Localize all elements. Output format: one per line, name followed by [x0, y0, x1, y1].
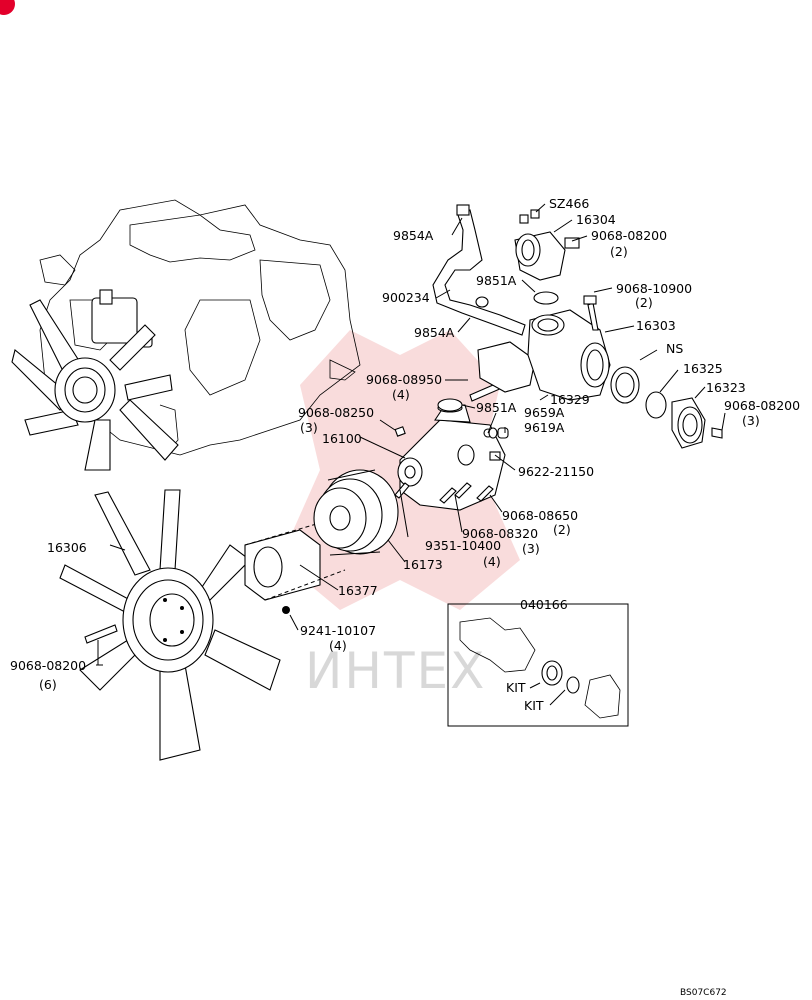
- spacer-16377: [244, 519, 346, 601]
- label-9854a-bot: 9854A: [414, 325, 455, 340]
- label-9068-10900: 9068-10900: [616, 281, 692, 296]
- label-9068-08650: 9068-08650: [502, 508, 578, 523]
- label-9068-08950: 9068-08950: [366, 372, 442, 387]
- leader-lines: [96, 203, 726, 706]
- label-qty-2-c: (2): [553, 522, 571, 537]
- label-kit-2: KIT: [524, 698, 544, 713]
- hose-900234: [432, 204, 526, 336]
- label-9622-21150: 9622-21150: [518, 464, 594, 479]
- label-ns: NS: [666, 341, 683, 356]
- label-16329: 16329: [550, 392, 590, 407]
- label-9854a-top: 9854A: [393, 228, 434, 243]
- bolts: [84, 381, 509, 644]
- diagram-code: BS07C672: [680, 988, 727, 998]
- label-16304: 16304: [576, 212, 616, 227]
- label-qty-2-a: (2): [610, 244, 628, 259]
- pulley-16173: [313, 469, 399, 556]
- label-16100: 16100: [322, 431, 362, 446]
- label-qty-3-b: (3): [742, 413, 760, 428]
- corner-logo: [0, 0, 15, 15]
- label-9068-08250: 9068-08250: [298, 405, 374, 420]
- label-9659a: 9659A: [524, 405, 565, 420]
- label-9068-08200-b: 9068-08200: [724, 398, 800, 413]
- label-16377: 16377: [338, 583, 378, 598]
- label-qty-4-a: (4): [392, 387, 410, 402]
- kit-box-title: 040166: [520, 597, 568, 612]
- label-9619a: 9619A: [524, 420, 565, 435]
- gasket-16325: [645, 391, 667, 419]
- label-900234: 900234: [382, 290, 430, 305]
- label-qty-6: (6): [39, 677, 57, 692]
- label-16325: 16325: [683, 361, 723, 376]
- water-pump-16100: [397, 403, 506, 511]
- label-9068-08320: 9068-08320: [462, 526, 538, 541]
- label-16173: 16173: [403, 557, 443, 572]
- label-qty-2-b: (2): [635, 295, 653, 310]
- fan-16306: [59, 489, 281, 761]
- kit-box: [447, 603, 629, 727]
- label-16303: 16303: [636, 318, 676, 333]
- label-qty-4-b: (4): [483, 554, 501, 569]
- label-9851a-top: 9851A: [476, 273, 517, 288]
- label-9068-08200-a: 9068-08200: [591, 228, 667, 243]
- label-9068-08200-c: 9068-08200: [10, 658, 86, 673]
- label-16306: 16306: [47, 540, 87, 555]
- o-ring-9851a-mid: [437, 398, 463, 412]
- housing-16303: [477, 309, 611, 401]
- label-kit-1: KIT: [506, 680, 526, 695]
- watermark-text: ИНТЕХ: [305, 642, 486, 700]
- label-9241-10107: 9241-10107: [300, 623, 376, 638]
- outlet-16323: [671, 397, 723, 449]
- seal-9659a: [488, 427, 498, 439]
- thermostat-ns: [610, 366, 640, 404]
- label-qty-3-a: (3): [300, 420, 318, 435]
- label-9351-10400: 9351-10400: [425, 538, 501, 553]
- label-qty-3-c: (3): [522, 541, 540, 556]
- label-qty-4-c: (4): [329, 638, 347, 653]
- label-9851a-mid: 9851A: [476, 400, 517, 415]
- cover-16304: [514, 209, 599, 331]
- label-sz466: SZ466: [549, 196, 589, 211]
- label-16323: 16323: [706, 380, 746, 395]
- engine-fan: [11, 299, 179, 471]
